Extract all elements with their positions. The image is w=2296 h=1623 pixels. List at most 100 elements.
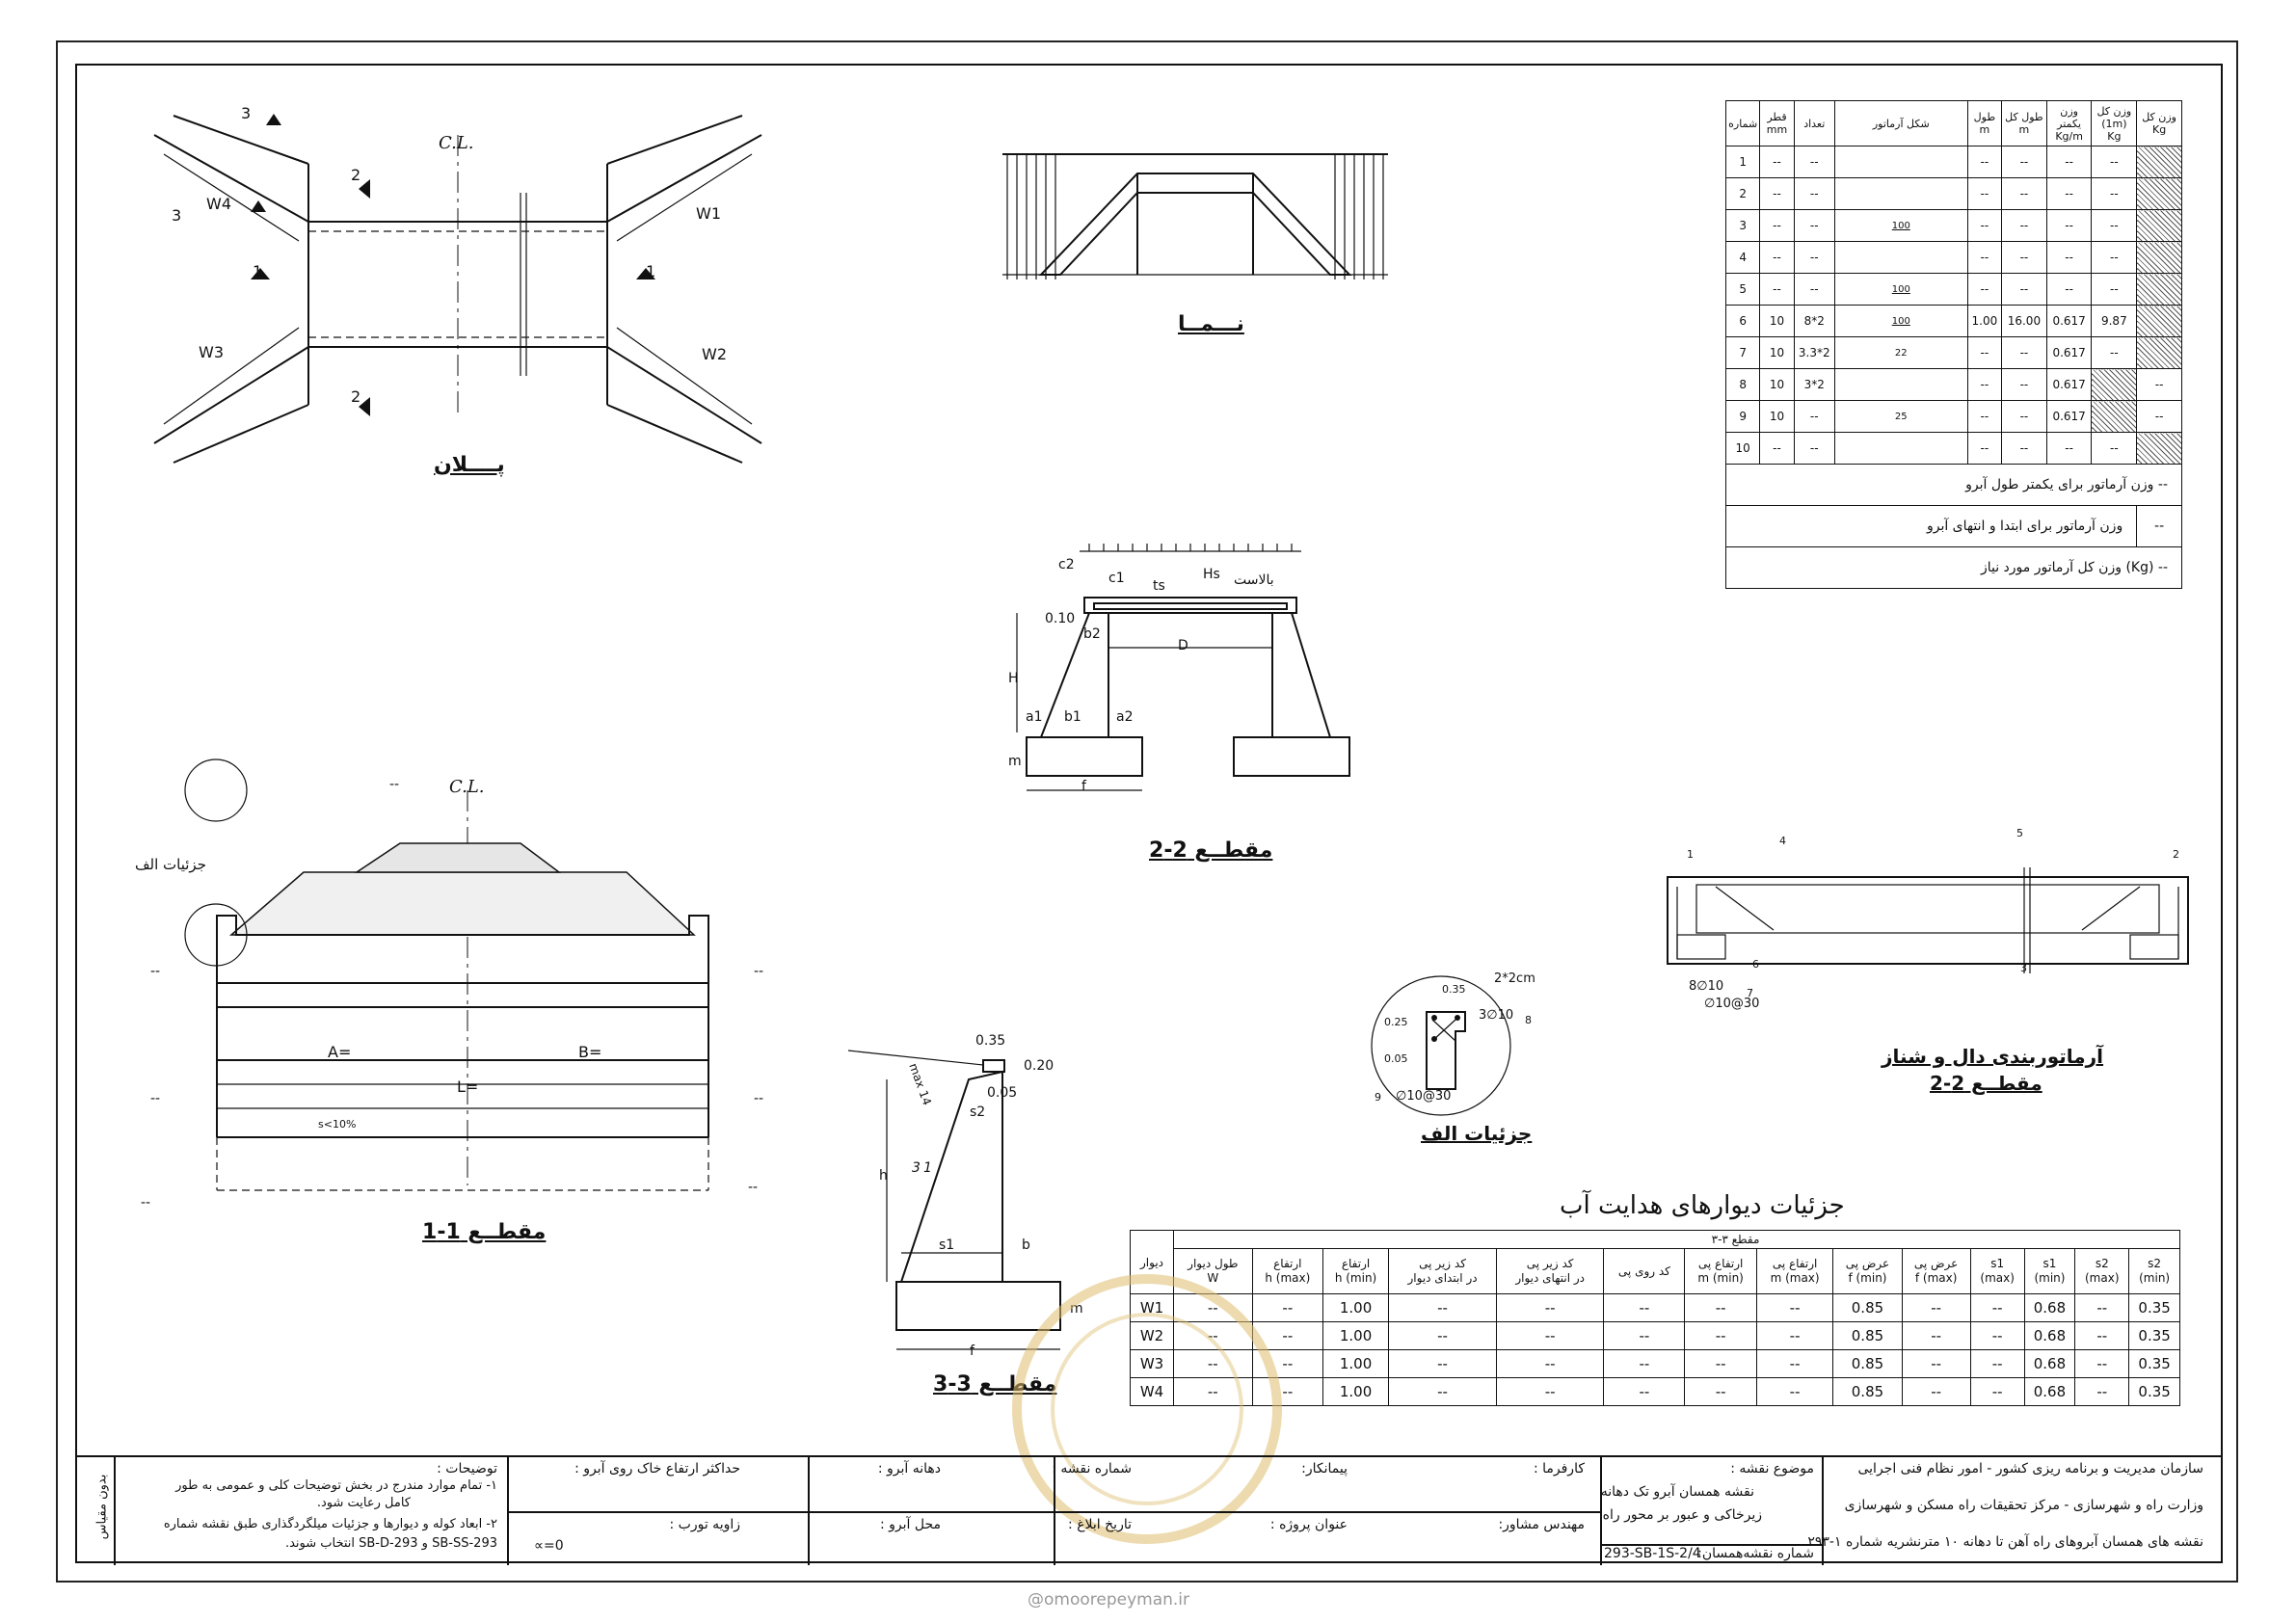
watermark-stamp [1012,1274,1282,1544]
rebar-h-no: شماره [1724,100,1761,146]
rebar-row: 5----100-------- [1724,273,2182,306]
sec22-c1: c1 [1108,571,1125,586]
rebar-schedule-table: شماره قطر mm تعداد شکل آرماتور طول m طول… [1724,100,2182,589]
rebar-h-dia: قطر mm [1759,100,1795,146]
walls-row: W3----1.00----------0.85----0.68--0.35 [1130,1349,2180,1378]
plan-section-1-right: 1 [646,262,656,280]
sec22-ballast: بالاست [1234,572,1274,588]
rebar-sum-ends: وزن آرماتور برای ابتدا و انتهای آبرو [1724,505,2138,547]
detail-a-drawing [1371,975,1511,1116]
section-1-1-slope: s<10% [318,1118,357,1131]
notes-title: توضیحات : [437,1461,497,1477]
rebar-row: 3----100-------- [1724,209,2182,242]
rebar-h-weight: وزن کل Kg [2136,100,2182,146]
detail-a-bars: 3∅10 [1479,1008,1514,1023]
sec33-h: h [879,1168,888,1184]
client-label: کارفرما : [1533,1461,1585,1477]
slab-title: آرماتوربندی دال و شناز [1882,1045,2104,1068]
sec33-ratio-1: 1 [923,1160,932,1176]
sec33-035: 0.35 [975,1033,1006,1049]
slab-bars-8: 8∅10 [1689,979,1724,994]
watermark-stamp-inner [1051,1313,1243,1505]
slab-mark-5: 5 [2016,827,2023,839]
sec22-hs: Hs [1203,567,1220,582]
watermark-text: @omoorepeyman.ir [1028,1590,1190,1610]
note-1b: کامل رعایت شود. [316,1496,411,1510]
slab-subtitle: مقطــع 2-2 [1930,1072,2042,1095]
rebar-h-count: تعداد [1793,100,1835,146]
note-2: ۲- ابعاد کوله و دیوارها و جزئیات میلگردگ… [163,1517,497,1531]
max-fill-label: حداکثر ارتفاع خاک روی آبرو : [574,1461,740,1477]
skew-label: زاویه تورب : [669,1517,741,1532]
plan-section-3-top: 3 [241,104,252,122]
section-1-1-cl: C.L. [449,777,485,797]
slab-mark-6: 6 [1752,958,1759,971]
rebar-h-unit-weight: وزن یکمتر Kg/m [2045,100,2093,146]
slab-mark-2: 2 [2173,848,2179,861]
sec33-s2: s2 [970,1104,986,1120]
rebar-row: 4------------ [1724,241,2182,274]
rebar-summary-row: -- (Kg) وزن کل آرماتور مورد نیاز [1725,546,2182,589]
section-2-2-title: مقطــع 2-2 [1149,838,1273,863]
scale-note: بدون مقیاس [94,1474,110,1540]
section-1-1-dash-left-1: -- [150,964,161,979]
location-label: محل آبرو : [879,1517,941,1532]
elevation-title: نـــمــا [1178,312,1244,336]
sec22-h: H [1008,671,1019,686]
wing-walls-table: دیوار مقطع ۳-۳ طول دیوار W ارتفاع h (max… [1130,1230,2180,1406]
plan-section-2-top: 2 [351,166,361,184]
plan-section-3-mid: 3 [172,206,182,225]
section-1-1-dash-left-2: -- [150,1091,161,1106]
sec33-ratio-3: 3 [912,1160,921,1176]
section-1-1-b: B= [578,1043,602,1061]
walls-row: W1----1.00----------0.85----0.68--0.35 [1130,1293,2180,1322]
note-2b: 293-SB-SS و 293-SB-D انتخاب شوند. [284,1536,497,1551]
plan-title: پــــلان [434,453,505,477]
outer-frame [56,40,2238,1583]
slab-mark-3: 3 [2020,962,2027,974]
subject-line-2: زیرخاکی و عبور بر محور راه [1602,1507,1762,1523]
sec22-b1: b1 [1064,709,1081,725]
rebar-sum-total: -- (Kg) وزن کل آرماتور مورد نیاز [1725,546,2182,589]
sec33-s1: s1 [939,1237,955,1253]
sec22-c2: c2 [1058,557,1075,572]
sec22-d: D [1178,638,1188,653]
slab-mark-4: 4 [1779,835,1786,847]
title-block: سازمان مدیریت و برنامه ریزی کشور - امور … [75,1455,2223,1565]
rebar-h-total-len: طول کل m [2001,100,2047,146]
span-label: دهانه آبرو : [877,1461,941,1477]
detail-a-mark-8: 8 [1525,1014,1532,1026]
rebar-row: 10------------ [1724,432,2182,465]
sec33-020: 0.20 [1024,1058,1055,1074]
detail-a-025: 0.25 [1384,1016,1408,1028]
section-1-1-dash-left-3: -- [141,1195,151,1211]
detail-a-cover: 2*2cm [1494,971,1535,986]
note-1: ۱- تمام موارد مندرج در بخش توضیحات کلی و… [175,1478,497,1493]
plan-w2-label: W2 [702,345,727,363]
rebar-summary-row: -- وزن آرماتور برای یکمتر طول آبرو [1725,464,2182,506]
contractor-label: پیمانکار: [1301,1461,1348,1477]
plan-cl-label: C.L. [439,133,474,153]
rebar-summary-row: وزن آرماتور برای ابتدا و انتهای آبرو-- [1724,505,2182,547]
detail-a-mark-9: 9 [1375,1091,1381,1104]
walls-row: W2----1.00----------0.85----0.68--0.35 [1130,1321,2180,1350]
drawing-code-label: شماره نقشه‌همسان: [1697,1546,1814,1561]
sec22-a1: a1 [1026,709,1043,725]
sec33-b: b [1022,1237,1030,1253]
subject-line-1: نقشه همسان آبرو تک دهانه [1600,1484,1754,1500]
project-label: عنوان پروژه : [1269,1517,1348,1532]
rebar-header-row: شماره قطر mm تعداد شکل آرماتور طول m طول… [1724,100,2182,146]
sec22-ts: ts [1153,578,1165,594]
plan-w3-label: W3 [199,343,224,361]
sec22-b2: b2 [1083,626,1101,642]
sheet-no-label: شماره نقشه : [1052,1461,1132,1477]
section-1-1-title: مقطــع 1-1 [422,1220,547,1244]
skew-value: ∝=0 [534,1538,564,1554]
section-2-2-drawing [1016,544,1350,791]
rebar-h-len: طول m [1966,100,2003,146]
walls-title: جزئیات دیوارهای هدایت آب [1560,1191,1845,1220]
rebar-sum-per-meter: -- وزن آرماتور برای یکمتر طول آبرو [1725,464,2182,506]
